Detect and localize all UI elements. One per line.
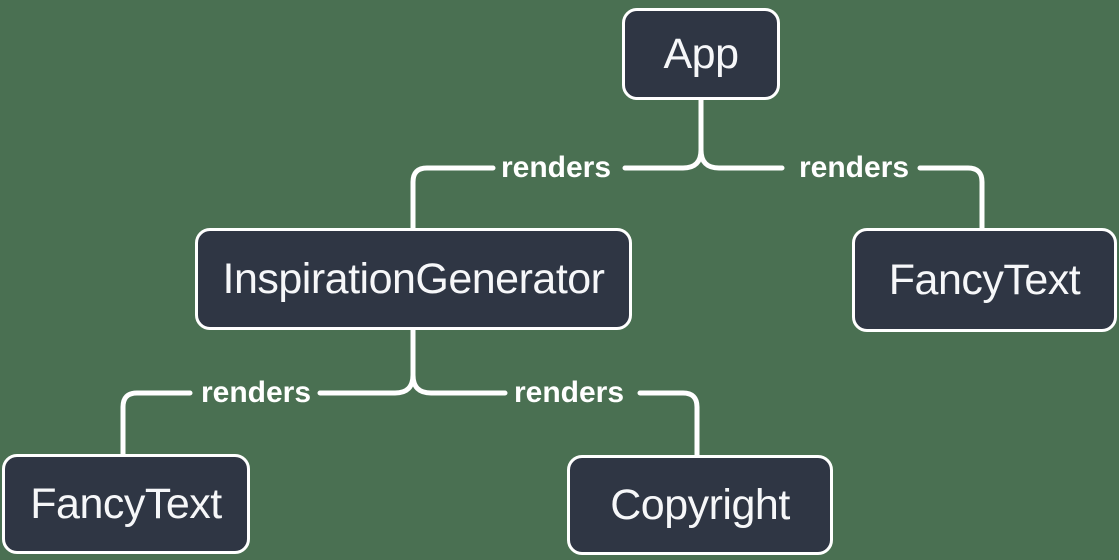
node-copyright-label: Copyright — [610, 480, 790, 529]
node-copyright: Copyright — [567, 455, 833, 555]
node-inspiration-generator: InspirationGenerator — [195, 228, 632, 330]
node-fancy-text-left-label: FancyText — [30, 479, 222, 528]
edge-label-renders-inspiration-generator-copyright: renders — [513, 376, 625, 409]
node-fancy-text-right: FancyText — [852, 228, 1117, 332]
node-app-label: App — [663, 29, 739, 78]
edge-label-renders-inspiration-generator-fancy-text: renders — [200, 376, 312, 409]
node-fancy-text-left: FancyText — [2, 454, 250, 554]
node-fancy-text-right-label: FancyText — [888, 255, 1081, 304]
node-app: App — [622, 8, 780, 100]
edge-app-fancy-text — [698, 97, 985, 231]
edge-label-renders-app-inspiration-generator: renders — [500, 151, 612, 184]
node-inspiration-generator-label: InspirationGenerator — [222, 254, 606, 303]
edge-inspiration-generator-copyright — [410, 327, 700, 458]
edge-label-renders-app-fancy-text: renders — [798, 151, 910, 184]
